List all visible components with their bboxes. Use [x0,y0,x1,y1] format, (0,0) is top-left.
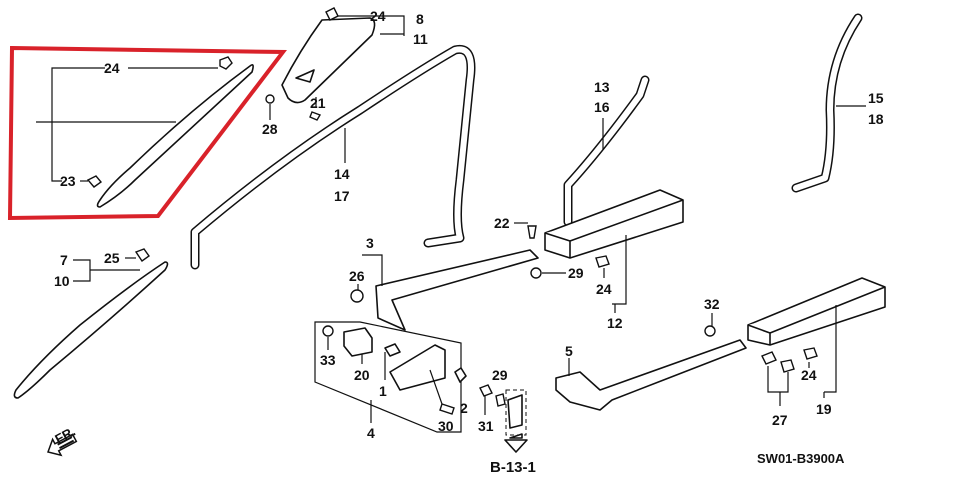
callout-31: 31 [478,418,494,434]
callout-20: 20 [354,367,370,383]
callout-5: 5 [565,343,573,359]
screw-32 [704,325,716,337]
leader [429,369,443,405]
clip-29 [530,267,542,279]
leader [824,305,837,393]
diagram-code: SW01-B3900A [757,451,845,466]
clip-27a [761,351,777,365]
clip-2 [454,367,467,383]
reference-arrow-icon [504,433,528,453]
leader [767,366,789,393]
callout-18: 18 [868,111,884,127]
callout-17: 17 [334,188,350,204]
leader [51,67,105,182]
screw-21 [309,111,322,121]
bracket-1 [389,344,446,391]
clip-31 [479,384,493,397]
clip-20 [343,327,373,357]
box-edge [747,286,886,345]
leader [366,15,405,36]
callout-1: 1 [379,383,387,399]
b-pillar-garnish [281,17,376,104]
callout-13: 13 [594,79,610,95]
callout-2: 2 [460,400,468,416]
callout-11: 11 [413,31,428,47]
callout-33: 33 [320,352,336,368]
clip-24b [325,7,339,21]
callout-10: 10 [54,273,70,289]
callout-29: 29 [492,367,508,383]
callout-4: 4 [367,425,375,441]
callout-24: 24 [596,281,612,297]
leader [612,235,627,305]
callout-24: 24 [104,60,120,76]
callout-26: 26 [349,268,365,284]
callout-23: 23 [60,173,76,189]
reference-box [505,389,527,436]
callout-8: 8 [416,11,424,27]
front-arrow-icon [47,433,78,457]
callout-21: 21 [310,95,326,111]
callout-7: 7 [60,252,68,268]
highlight-box [7,45,287,221]
callout-12: 12 [607,315,623,331]
box-edge [544,199,684,258]
callout-16: 16 [594,99,610,115]
screw-30 [439,403,455,415]
callout-19: 19 [816,401,832,417]
sill-bracket-front [375,249,539,331]
clip-23 [86,175,103,188]
trim-inner [793,15,861,191]
b-pillar-window [295,69,315,83]
callout-14: 14 [334,166,350,182]
callout-27: 27 [772,412,788,428]
clip-24a [219,56,233,70]
clip-22 [527,225,537,239]
screw-28 [265,94,275,104]
trim-inner [192,46,474,268]
clip-26 [350,289,364,303]
reference-part [507,394,523,429]
leader [73,259,91,282]
trim-inner [565,77,648,225]
sill-bracket-rear [555,339,747,411]
callout-24: 24 [370,8,386,24]
callout-22: 22 [494,215,510,231]
callout-29: 29 [568,265,584,281]
callout-28: 28 [262,121,278,137]
callout-32: 32 [704,296,720,312]
leader [362,254,383,286]
reference-label: B-13-1 [490,459,536,476]
clip-1 [384,343,401,357]
clip-29b [495,393,506,407]
a-pillar-garnish [13,261,169,399]
callout-15: 15 [868,90,884,106]
group-box [314,321,462,433]
callout-24: 24 [801,367,817,383]
callout-25: 25 [104,250,120,266]
clip-25 [134,248,150,262]
callout-30: 30 [438,418,454,434]
callout-3: 3 [366,235,374,251]
clip-24d [803,347,818,360]
a-pillar-garnish-upper [96,64,254,208]
clip-27b [780,359,795,373]
clip-24c [595,255,610,268]
nut-33 [322,325,334,337]
